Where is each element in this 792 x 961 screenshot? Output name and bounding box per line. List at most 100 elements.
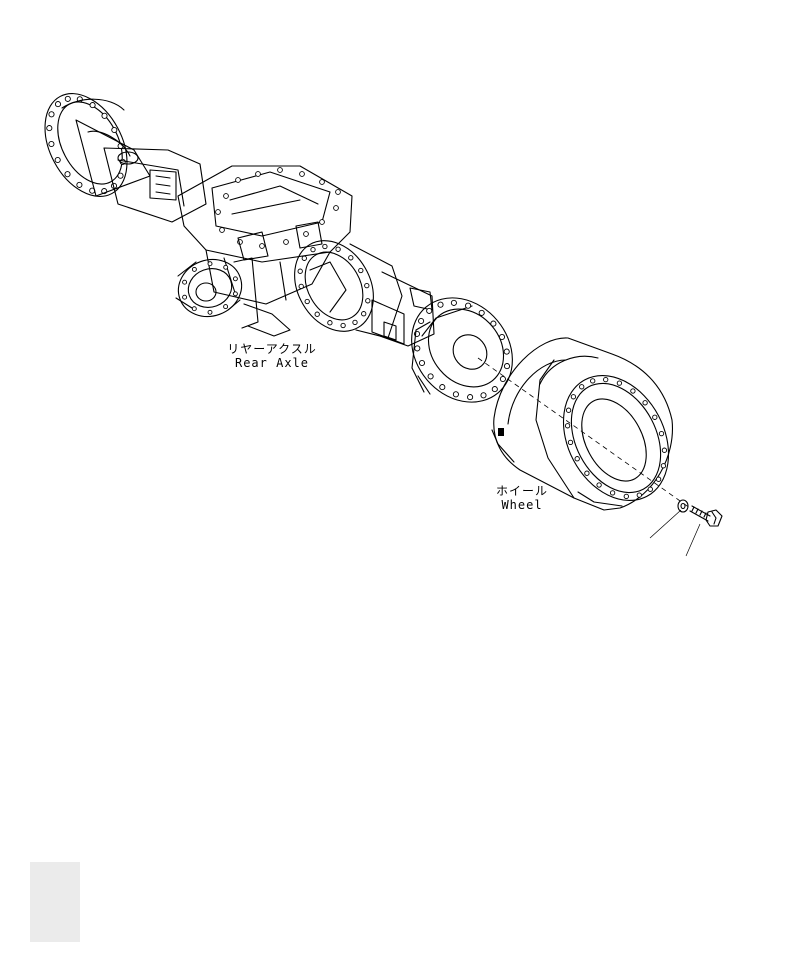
bolt bbox=[689, 505, 723, 527]
right-axle-housing bbox=[294, 240, 435, 347]
bolt-hole bbox=[465, 302, 472, 309]
left-axle-tube bbox=[103, 147, 207, 223]
cover-bolt bbox=[255, 171, 261, 177]
cover-bolt bbox=[303, 231, 309, 237]
bolt-hole bbox=[327, 320, 333, 326]
bolt-hole bbox=[414, 345, 421, 352]
bolt-hole bbox=[304, 298, 310, 305]
bolt-hole bbox=[660, 463, 667, 469]
bolt-hole bbox=[450, 299, 457, 306]
bolt-hole bbox=[630, 388, 636, 394]
bolt-hole bbox=[437, 301, 444, 308]
bolt-hole bbox=[54, 156, 61, 164]
scan-artifact bbox=[30, 862, 80, 942]
bolt-hole bbox=[652, 414, 658, 420]
differential-carrier bbox=[177, 165, 353, 305]
right-hub-flange bbox=[411, 297, 513, 403]
wheel-callout: ホイール Wheel bbox=[486, 484, 558, 512]
bolt-hole bbox=[322, 243, 328, 250]
bolt-hole bbox=[314, 311, 320, 317]
bolt-hole bbox=[348, 255, 354, 261]
wheel-label-jp: ホイール bbox=[495, 484, 548, 498]
bolt-hole bbox=[503, 348, 510, 355]
bolt-hole bbox=[616, 380, 623, 386]
bolt-hole bbox=[182, 294, 188, 300]
cover-bolt bbox=[277, 167, 283, 173]
cover-bolt bbox=[235, 177, 241, 183]
bolt-hole bbox=[567, 439, 574, 446]
washer bbox=[677, 499, 689, 513]
bolt-hole bbox=[89, 102, 96, 109]
cover-bolt bbox=[215, 209, 221, 215]
bolt-hole bbox=[564, 423, 571, 429]
bolt-hole bbox=[310, 246, 316, 253]
bolt-hole bbox=[498, 333, 506, 341]
bolt-hole bbox=[340, 322, 346, 329]
bolt-hole bbox=[101, 112, 108, 119]
cover-bolt bbox=[259, 243, 265, 249]
wheel-rim bbox=[491, 337, 674, 511]
bolt-hole bbox=[596, 482, 602, 488]
bolt-hole bbox=[467, 394, 474, 401]
bolt-hole bbox=[191, 306, 197, 312]
cover-bolt bbox=[283, 239, 289, 245]
assembly-center-line bbox=[477, 357, 691, 509]
bolt-hole bbox=[426, 307, 433, 314]
cover-bolt bbox=[219, 227, 225, 233]
bolt-hole bbox=[365, 298, 371, 304]
cover-bolt bbox=[319, 219, 325, 225]
bolt-hole bbox=[223, 264, 229, 270]
bolt-hole bbox=[207, 261, 213, 267]
bolt-hole bbox=[609, 490, 616, 496]
bolt-hole bbox=[364, 282, 370, 289]
bolt-hole bbox=[642, 400, 648, 406]
bolt-hole bbox=[64, 95, 71, 102]
cover-bolt bbox=[223, 193, 229, 199]
bolt-hole bbox=[207, 309, 213, 315]
bolt-hole bbox=[232, 291, 238, 297]
left-hub-flange bbox=[44, 93, 151, 197]
bolt-hole bbox=[661, 447, 668, 453]
bolt-hole bbox=[361, 311, 367, 317]
bolt-hole bbox=[499, 375, 506, 383]
bolt-hole bbox=[335, 246, 341, 252]
bolt-hole bbox=[590, 378, 596, 384]
bolt-hole bbox=[418, 359, 426, 367]
bolt-hole bbox=[76, 181, 83, 188]
bolt-hole bbox=[117, 172, 124, 179]
bolt-hole bbox=[232, 276, 238, 282]
bolt-hole bbox=[298, 283, 304, 290]
bolt-hole bbox=[46, 125, 53, 132]
cover-bolt bbox=[299, 171, 305, 177]
bolt-hole bbox=[358, 267, 364, 274]
cover-bolt bbox=[335, 189, 341, 195]
bolt-hole bbox=[352, 319, 358, 326]
washer-leader-line bbox=[649, 509, 682, 539]
bolt-hole bbox=[191, 266, 197, 272]
cover-bolt bbox=[333, 205, 339, 211]
bolt-hole bbox=[223, 304, 229, 310]
rear-axle-label-jp: リヤーアクスル bbox=[227, 342, 317, 356]
bolt-hole bbox=[418, 317, 425, 325]
bolt-hole bbox=[182, 279, 188, 285]
bolt-hole bbox=[427, 373, 434, 380]
bolt-hole bbox=[636, 492, 642, 498]
bolt-hole bbox=[584, 470, 590, 476]
bolt-hole bbox=[64, 171, 71, 178]
input-yoke-flange bbox=[175, 257, 291, 337]
bolt-hole bbox=[480, 392, 487, 399]
bolt-hole bbox=[48, 111, 55, 118]
bolt-hole bbox=[439, 384, 446, 391]
bolt-hole bbox=[570, 394, 577, 400]
bolt-hole bbox=[452, 391, 459, 398]
bolt-hole bbox=[301, 255, 307, 261]
bolt-hole bbox=[579, 384, 585, 390]
bolt-hole bbox=[111, 126, 118, 134]
bolt-hole bbox=[491, 386, 498, 393]
bolt-hole bbox=[574, 456, 580, 462]
bolt-hole bbox=[655, 476, 662, 482]
rear-axle-callout: リヤーアクスル Rear Axle bbox=[222, 342, 322, 370]
bolt-hole bbox=[490, 320, 497, 327]
